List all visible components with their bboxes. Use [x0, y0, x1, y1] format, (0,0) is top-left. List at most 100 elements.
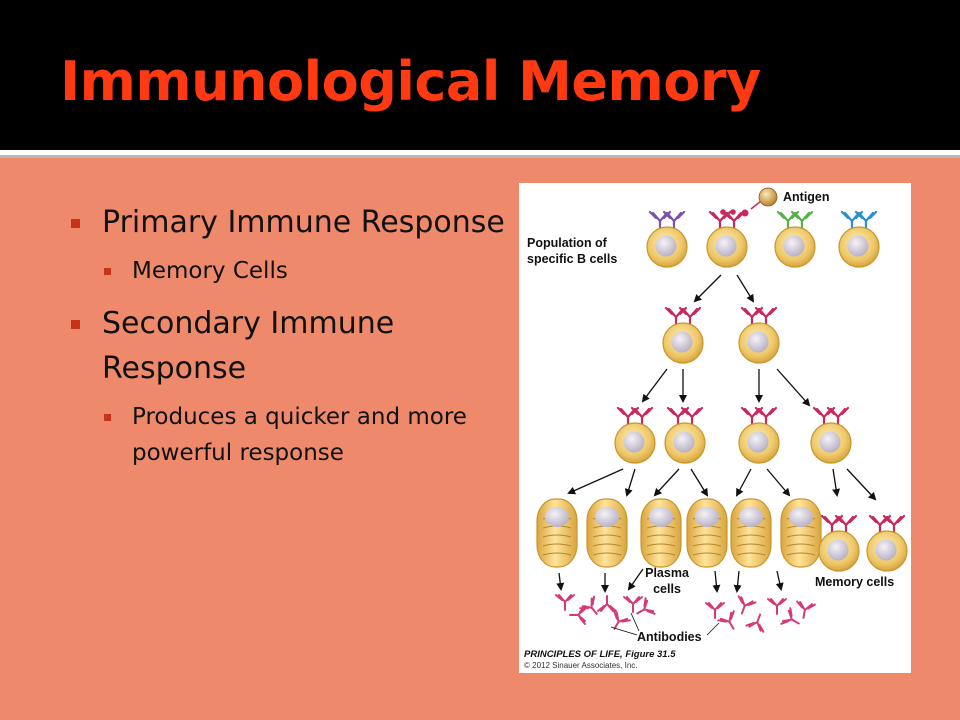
cell-nucleus: [747, 431, 769, 453]
plasma-er-line: [542, 543, 572, 547]
plasma-er-line: [542, 534, 572, 538]
receptor: [776, 210, 800, 231]
antibody: [579, 595, 598, 615]
arrow: [832, 468, 841, 497]
arrow: [556, 572, 565, 591]
receptor: [666, 406, 690, 427]
plasma-er-line: [736, 534, 766, 538]
receptor: [882, 514, 906, 535]
plasma-cell: [586, 498, 628, 568]
receptor: [790, 210, 814, 231]
antibody: [767, 598, 787, 615]
receptor: [820, 514, 844, 535]
sub-bullet-quicker-response: Produces a quicker and more powerful res…: [66, 399, 506, 471]
antibodies-pointer: [706, 622, 720, 636]
receptor: [834, 514, 858, 535]
antigen-sphere: [758, 187, 778, 207]
label-plasma-line2: cells: [653, 582, 681, 596]
antibody-shape: [623, 596, 643, 613]
bullet-primary-immune-response: Primary Immune Response: [66, 200, 506, 245]
plasma-er-line: [592, 543, 622, 547]
arrow: [693, 274, 722, 303]
cell-nucleus: [827, 539, 849, 561]
plasma-er-line: [692, 552, 722, 556]
cell-nucleus: [715, 235, 737, 257]
plasma-er-line: [786, 552, 816, 556]
title-divider: [0, 150, 960, 155]
slide-title: Immunological Memory: [60, 50, 761, 113]
receptor: [868, 514, 892, 535]
antibodies-pointer: [610, 626, 638, 636]
memory-cell: [866, 514, 908, 572]
b-cell-selected: [706, 210, 748, 268]
plasma-er-line: [786, 534, 816, 538]
plasma-er-line: [692, 543, 722, 547]
clonal-selection-figure: Antigen Population of specific B cells P…: [519, 183, 911, 673]
plasma-nucleus: [545, 507, 569, 527]
antibody: [717, 610, 735, 630]
arrow: [653, 468, 680, 497]
bullet-text: Primary Immune Response: [102, 205, 505, 240]
antibody: [555, 594, 575, 611]
antibody: [705, 602, 725, 619]
plasma-nucleus: [649, 507, 673, 527]
caption-copyright: © 2012 Sinauer Associates, Inc.: [524, 661, 638, 670]
arrow: [641, 368, 668, 403]
plasma-nucleus: [739, 507, 763, 527]
antibody-shape: [705, 602, 725, 619]
label-plasma-line1: Plasma: [645, 566, 690, 580]
bullet-list: Primary Immune Response Memory Cells Sec…: [66, 200, 506, 483]
label-population-line1: Population of: [527, 236, 608, 250]
arrow: [736, 274, 755, 303]
arrow: [775, 570, 784, 591]
b-cell-green: [774, 210, 816, 268]
arrow: [766, 468, 791, 497]
b-cell-blue: [838, 210, 880, 268]
cell-nucleus: [819, 431, 841, 453]
antibody-shape: [737, 595, 757, 615]
cell-nucleus: [623, 431, 645, 453]
sub-bullet-memory-cells: Memory Cells: [66, 253, 506, 289]
antibody-shape: [717, 610, 735, 630]
plasma-cell: [536, 498, 578, 568]
receptor: [664, 306, 688, 327]
sub-bullet-marker: [104, 268, 111, 275]
antibody: [737, 595, 757, 615]
antigen-bound: [730, 209, 736, 215]
receptor: [662, 210, 686, 231]
arrow: [736, 468, 752, 497]
cell-nucleus: [655, 235, 677, 257]
arrow: [627, 568, 644, 591]
title-divider-shadow: [0, 155, 960, 158]
plasma-er-line: [592, 534, 622, 538]
arrow: [690, 468, 709, 497]
antibodies-pointer: [630, 612, 640, 632]
plasma-er-line: [736, 543, 766, 547]
b-cell-clone: [810, 406, 852, 464]
arrow: [624, 468, 636, 497]
receptor: [754, 406, 778, 427]
b-cell-clone: [738, 306, 780, 364]
antibody: [597, 595, 617, 612]
plasma-er-line: [542, 552, 572, 556]
label-antigen: Antigen: [783, 190, 830, 204]
antibody-shape: [597, 595, 617, 612]
sub-bullet-text: Memory Cells: [132, 258, 288, 284]
receptor: [630, 406, 654, 427]
caption-title: PRINCIPLES OF LIFE, Figure 31.5: [524, 649, 676, 660]
antibody-shape: [796, 600, 816, 619]
b-cell-clone: [664, 406, 706, 464]
receptor: [708, 210, 732, 231]
plasma-er-line: [592, 552, 622, 556]
plasma-er-line: [692, 534, 722, 538]
antibody-shape: [745, 613, 765, 633]
arrow: [733, 570, 742, 593]
receptor: [826, 406, 850, 427]
antibody: [796, 600, 816, 619]
antibody: [569, 605, 586, 625]
plasma-er-line: [646, 552, 676, 556]
plasma-cell: [686, 498, 728, 568]
cell-nucleus: [847, 235, 869, 257]
bullet-marker: [71, 219, 80, 228]
bullet-secondary-immune-response: Secondary Immune Response: [66, 301, 506, 391]
